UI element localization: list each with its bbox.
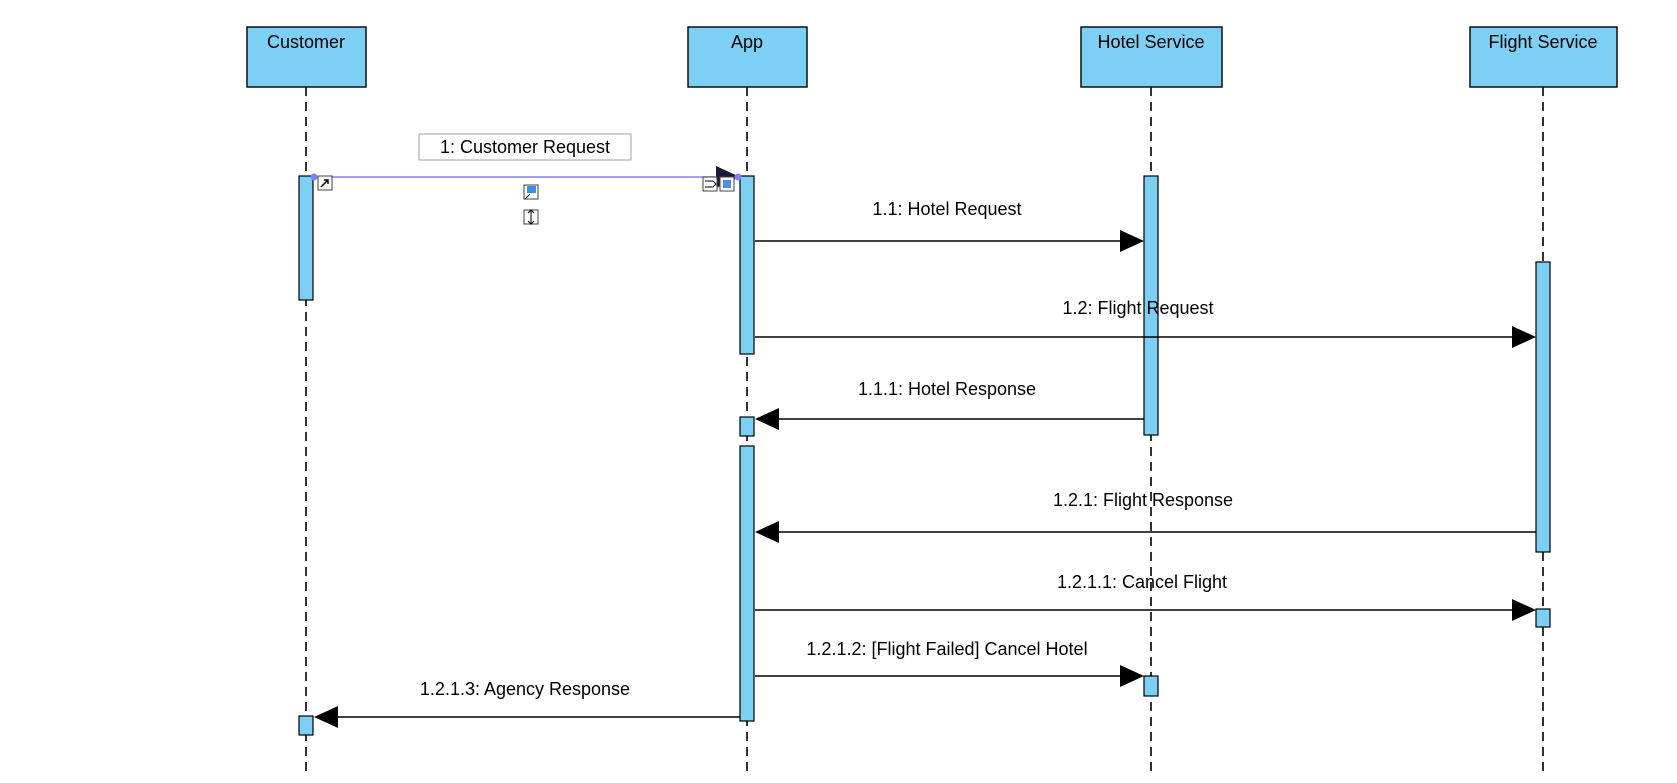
lifeline-flight-service[interactable]: Flight Service: [1469, 26, 1618, 773]
activation-bar[interactable]: [1535, 261, 1551, 553]
message-1-1-1-hotel-response[interactable]: 1.1.1: Hotel Response: [755, 379, 1144, 430]
shortcut-icon[interactable]: [317, 175, 333, 191]
message-label: 1.2.1.3: Agency Response: [420, 679, 630, 699]
lifeline-head[interactable]: [246, 26, 367, 88]
message-arrowhead: [314, 706, 338, 728]
resource-glyph: [705, 180, 717, 188]
messages-layer: 1: Customer Request 1.1: Hotel Request 1.2…: [310, 133, 1536, 728]
activation-bar[interactable]: [1143, 675, 1159, 697]
lifeline-label: Hotel Service: [1097, 32, 1204, 52]
selection-endpoint[interactable]: [734, 173, 742, 181]
resize-icon[interactable]: [523, 209, 539, 225]
message-label: 1.2.1: Flight Response: [1053, 490, 1233, 510]
selection-handles-layer: [317, 175, 735, 225]
lifeline-head[interactable]: [1080, 26, 1223, 88]
resize-glyph: [527, 209, 535, 225]
message-1-2-1-flight-response[interactable]: 1.2.1: Flight Response: [755, 490, 1536, 543]
stretch-icon[interactable]: [719, 176, 735, 192]
activation-bar[interactable]: [1143, 175, 1159, 436]
flag-glyph: [527, 186, 536, 193]
message-1-1-hotel-request[interactable]: 1.1: Hotel Request: [755, 199, 1144, 252]
message-label: 1.1: Hotel Request: [872, 199, 1021, 219]
message-arrowhead: [1512, 599, 1536, 621]
lifelines-layer: Customer App Hotel Service Flight Service: [246, 26, 1618, 773]
lifeline-head[interactable]: [1469, 26, 1618, 88]
activation-bar[interactable]: [739, 416, 755, 437]
activation-bar[interactable]: [1535, 608, 1551, 628]
message-1-2-1-3-agency-response[interactable]: 1.2.1.3: Agency Response: [314, 679, 740, 728]
lifeline-label: Flight Service: [1488, 32, 1597, 52]
message-1-2-1-2-flight-failed-cancel-hotel[interactable]: 1.2.1.2: [Flight Failed] Cancel Hotel: [755, 639, 1144, 687]
blue-square: [723, 180, 731, 188]
arrow-glyph: [320, 179, 329, 188]
lifeline-hotel-service[interactable]: Hotel Service: [1080, 26, 1223, 773]
message-label: 1.2.1.2: [Flight Failed] Cancel Hotel: [806, 639, 1087, 659]
activation-bar[interactable]: [739, 175, 755, 355]
lifeline-label: App: [731, 32, 763, 52]
message-arrowhead: [1120, 230, 1144, 252]
flag-icon[interactable]: [523, 184, 539, 200]
activation-bar[interactable]: [298, 175, 314, 301]
activation-bar[interactable]: [739, 445, 755, 722]
flag-pole: [524, 193, 531, 200]
message-arrowhead: [755, 521, 779, 543]
message-1-2-flight-request[interactable]: 1.2: Flight Request: [755, 298, 1536, 348]
message-label: 1.2.1.1: Cancel Flight: [1057, 572, 1227, 592]
activation-bar[interactable]: [298, 715, 314, 736]
message-label: 1.1.1: Hotel Response: [858, 379, 1036, 399]
message-label: 1.2: Flight Request: [1062, 298, 1213, 318]
lifeline-head[interactable]: [687, 26, 808, 88]
message-arrowhead: [755, 408, 779, 430]
selection-endpoint[interactable]: [310, 173, 318, 181]
lifeline-label: Customer: [267, 32, 345, 52]
activations-layer: [298, 175, 1551, 736]
message-1-2-1-1-cancel-flight[interactable]: 1.2.1.1: Cancel Flight: [755, 572, 1536, 621]
lifeline-customer[interactable]: Customer: [246, 26, 367, 773]
resource-icon[interactable]: [702, 176, 718, 192]
resource-icon-frame: [702, 176, 718, 192]
message-label: 1: Customer Request: [440, 137, 610, 157]
message-1-customer-request[interactable]: 1: Customer Request: [310, 133, 742, 188]
message-label-box[interactable]: [418, 133, 632, 161]
message-arrowhead: [1120, 665, 1144, 687]
message-arrowhead: [1512, 326, 1536, 348]
